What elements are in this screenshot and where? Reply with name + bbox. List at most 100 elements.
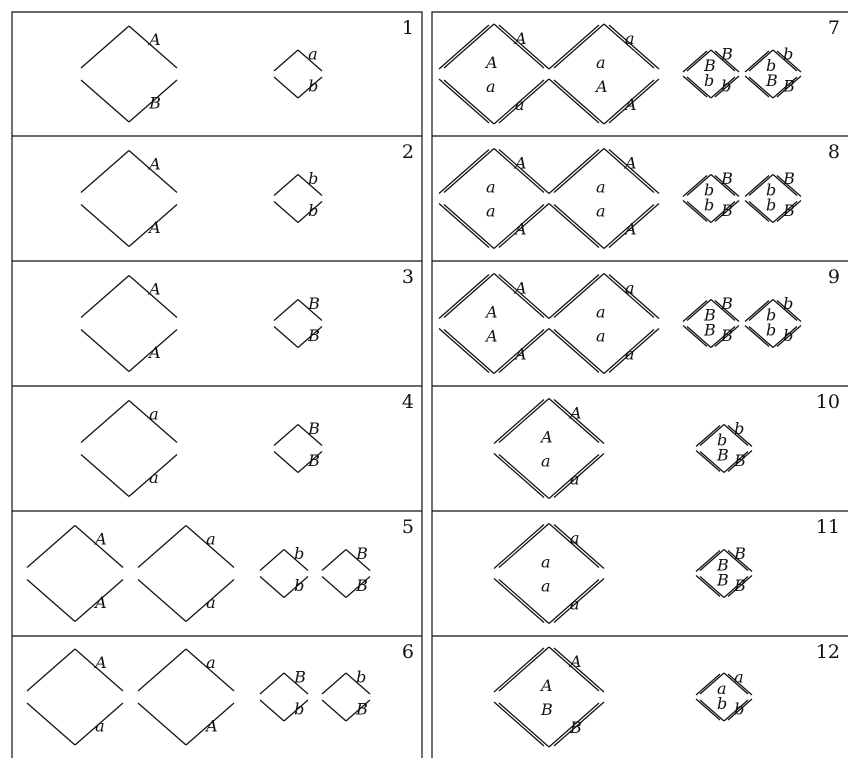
small-outer-label-top: B [355, 544, 368, 563]
large-inner-label-top: A [539, 428, 553, 447]
small-outer-label-bottom: B [355, 699, 368, 718]
large-diamond-edge [81, 276, 129, 318]
small-outer-label-bottom: b [294, 699, 304, 718]
small-inner-label-bottom: b [704, 196, 714, 215]
large-diamond: AA [81, 276, 177, 372]
panel-10: 10AaAabBbB [494, 391, 840, 499]
large-outer-label-top: A [147, 30, 161, 49]
small-outer-label-bottom: b [308, 76, 318, 95]
small-inner-label-bottom: B [703, 321, 716, 340]
small-inner-label-bottom: B [716, 446, 729, 465]
panel-5: 5AAaabbBB [27, 516, 414, 622]
small-inner-label-bottom: b [766, 196, 776, 215]
large-diamond: aaaa [549, 274, 659, 374]
large-outer-label-top: a [625, 279, 635, 298]
large-diamond-double-edge [549, 25, 599, 69]
large-diamond: aaaa [494, 524, 604, 624]
large-diamond-double-edge [439, 329, 489, 373]
small-diamond: abab [696, 668, 752, 721]
small-diamond-edge [274, 452, 298, 473]
large-diamond-double-edge [494, 579, 544, 623]
small-outer-label-bottom: b [783, 326, 793, 345]
small-inner-label-bottom: b [717, 694, 727, 713]
small-outer-label-bottom: b [308, 201, 318, 220]
large-outer-label-bottom: A [147, 218, 161, 237]
large-outer-label-bottom: a [206, 593, 216, 612]
large-diamond-edge [27, 649, 75, 691]
large-diamond: AA [27, 526, 123, 622]
large-diamond-edge [81, 401, 129, 443]
left-column-border [12, 12, 422, 758]
large-diamond-double-edge [549, 275, 599, 319]
large-diamond-double-edge [439, 25, 489, 69]
small-outer-label-bottom: B [307, 451, 320, 470]
small-outer-label-bottom: b [294, 576, 304, 595]
large-diamond: AAAA [439, 274, 549, 374]
small-diamond-edge [322, 673, 346, 694]
small-diamond-edge [274, 300, 298, 321]
large-diamond-double-edge [554, 702, 604, 746]
large-inner-label-top: a [541, 553, 551, 572]
large-outer-label-bottom: a [149, 468, 159, 487]
large-diamond-double-edge [439, 275, 489, 319]
large-outer-label-bottom: B [148, 94, 161, 113]
large-outer-label-bottom: A [204, 717, 218, 736]
large-inner-label-bottom: a [541, 577, 551, 596]
small-outer-label-bottom: b [734, 699, 744, 718]
panel-number: 5 [402, 516, 414, 538]
large-outer-label-top: A [147, 155, 161, 174]
small-outer-label-top: a [308, 45, 318, 64]
large-outer-label-top: a [570, 529, 580, 548]
small-diamond-edge [274, 175, 298, 196]
large-inner-label-top: a [596, 53, 606, 72]
panel-number: 11 [816, 516, 840, 538]
panel-number: 8 [828, 141, 840, 163]
large-inner-label-bottom: A [484, 327, 498, 346]
small-outer-label-bottom: B [720, 201, 733, 220]
large-diamond-edge [138, 580, 186, 622]
small-outer-label-top: b [356, 668, 366, 687]
large-outer-label-top: a [206, 653, 216, 672]
small-diamond-edge [322, 577, 346, 598]
panel-number: 9 [828, 266, 840, 288]
large-diamond-double-edge [609, 79, 659, 123]
small-inner-label-bottom: b [704, 71, 714, 90]
large-outer-label-bottom: A [93, 593, 107, 612]
small-diamond: BBbb [745, 169, 801, 222]
small-diamond-edge [274, 425, 298, 446]
panel-number: 10 [816, 391, 840, 413]
large-inner-label-bottom: a [541, 452, 551, 471]
small-inner-label-bottom: B [765, 71, 778, 90]
large-diamond-double-edge [609, 329, 659, 373]
large-diamond-edge [81, 26, 129, 68]
large-outer-label-top: a [149, 405, 159, 424]
panel-number: 6 [402, 641, 414, 663]
large-inner-label-top: a [596, 303, 606, 322]
small-diamond-edge [260, 673, 284, 694]
panel-7: 7AaAaaAaABbBbbBbB [439, 17, 840, 124]
large-diamond: Aa [27, 649, 123, 745]
large-diamond-edge [138, 649, 186, 691]
small-diamond-edge [274, 77, 298, 98]
large-diamond-double-edge [609, 204, 659, 248]
large-diamond-double-edge [499, 329, 549, 373]
small-diamond-edge [322, 550, 346, 571]
large-diamond-double-edge [494, 525, 544, 569]
small-diamond: BB [274, 294, 322, 347]
panel-number: 1 [402, 17, 414, 39]
large-inner-label-top: A [484, 303, 498, 322]
large-diamond-edge [138, 526, 186, 568]
small-inner-label-bottom: B [716, 571, 729, 590]
small-outer-label-bottom: B [782, 76, 795, 95]
large-diamond-double-edge [549, 79, 599, 123]
small-diamond-edge [274, 327, 298, 348]
small-outer-label-top: B [307, 294, 320, 313]
large-diamond: AB [81, 26, 177, 122]
small-outer-label-bottom: B [733, 451, 746, 470]
